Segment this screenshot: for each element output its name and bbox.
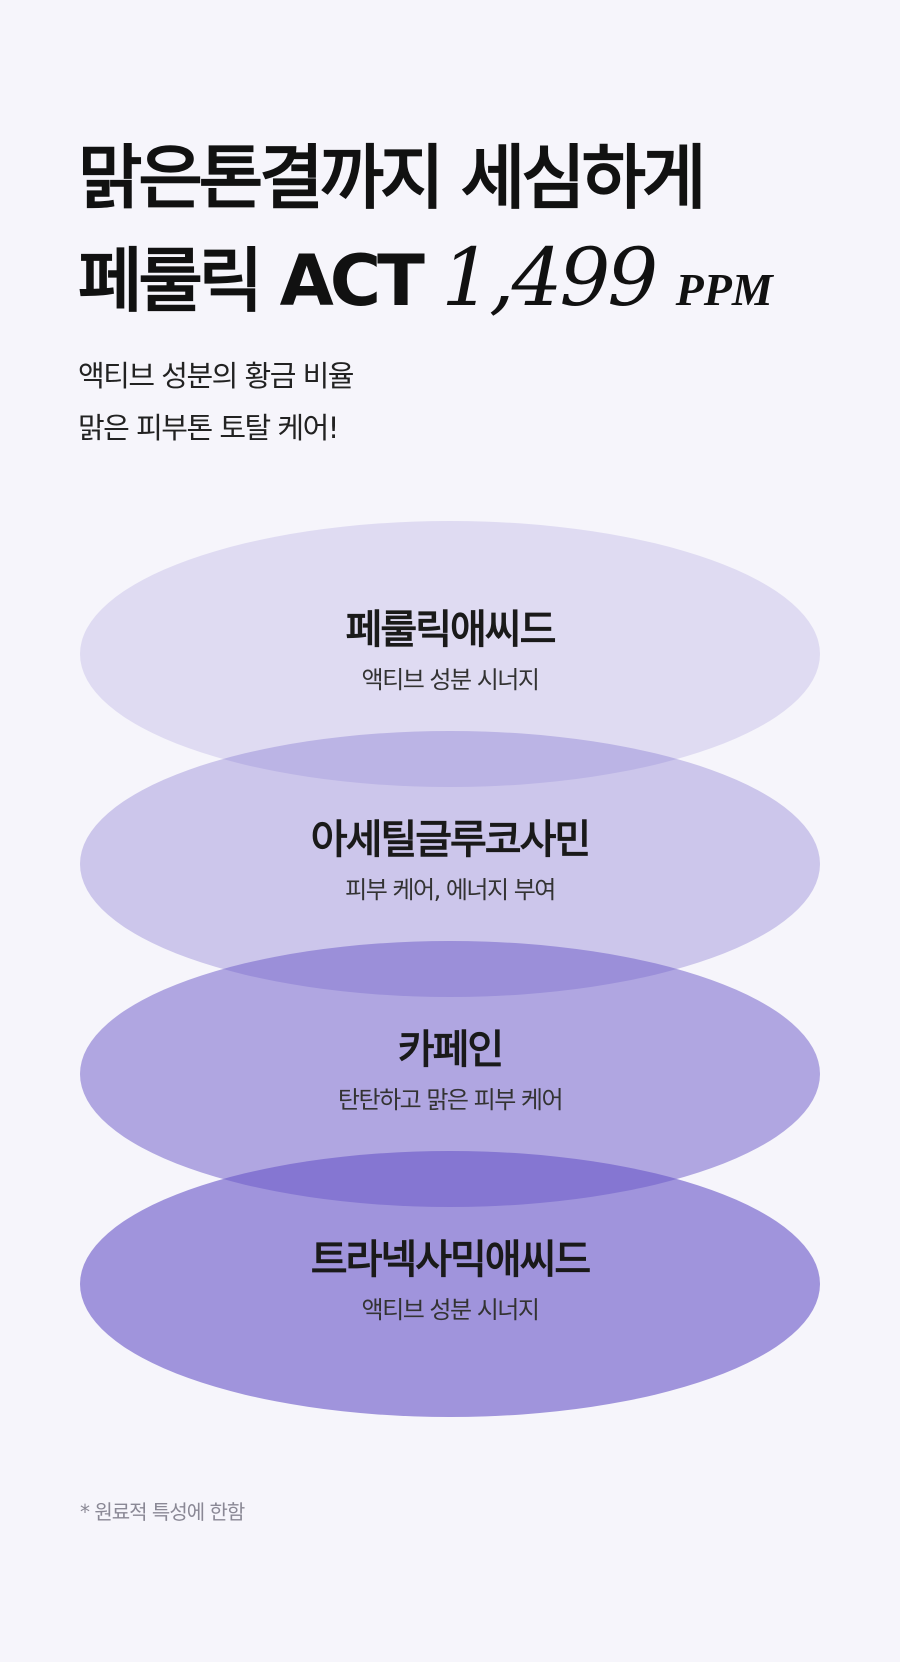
ingredient-desc: 탄탄하고 맑은 피부 케어 bbox=[337, 1086, 564, 1114]
ingredient-ellipse bbox=[80, 521, 820, 787]
ingredient-ellipse bbox=[80, 941, 820, 1207]
ppm-unit: PPM bbox=[675, 264, 773, 315]
headline: 맑은톤결까지 세심하게 페룰릭 ACT 1,499 PPM bbox=[78, 128, 773, 340]
ingredient-name: 카페인 bbox=[397, 1027, 504, 1073]
ingredient-desc: 액티브 성분 시너지 bbox=[361, 666, 540, 694]
footnote: * 원료적 특성에 한함 bbox=[80, 1500, 245, 1524]
subheadline-line2: 맑은 피부톤 토탈 케어! bbox=[78, 411, 339, 445]
ingredient-ellipse bbox=[80, 1151, 820, 1417]
ingredient-ellipse bbox=[80, 731, 820, 997]
ppm-number: 1,499 bbox=[441, 231, 658, 324]
headline-line2-prefix: 페룰릭 ACT bbox=[78, 240, 425, 322]
ingredient-name: 트라넥사믹애씨드 bbox=[310, 1237, 591, 1283]
ingredient-desc: 액티브 성분 시너지 bbox=[361, 1296, 540, 1324]
ingredient-name: 페룰릭애씨드 bbox=[345, 607, 557, 653]
subheadline-line1: 액티브 성분의 황금 비율 bbox=[78, 359, 354, 393]
subheadline: 액티브 성분의 황금 비율 맑은 피부톤 토탈 케어! bbox=[78, 350, 354, 454]
headline-line1: 맑은톤결까지 세심하게 bbox=[78, 137, 706, 219]
ingredient-name: 아세틸글루코사민 bbox=[310, 817, 591, 863]
ingredient-desc: 피부 케어, 에너지 부여 bbox=[345, 876, 556, 904]
